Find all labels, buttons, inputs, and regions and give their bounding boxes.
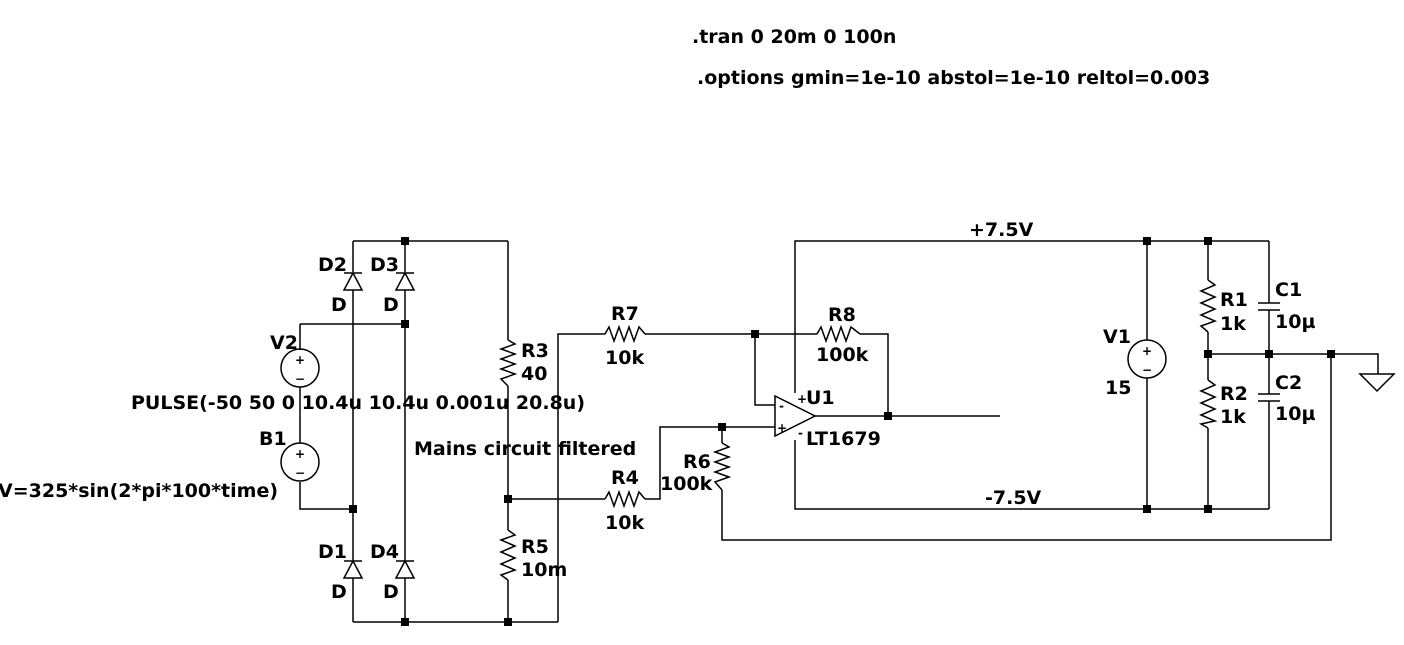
behavioral-source-b1[interactable]: + − B1 V=325*sin(2*pi*100*time) (0, 428, 320, 502)
junction-dots (349, 237, 1335, 626)
b1-value: V=325*sin(2*pi*100*time) (0, 480, 278, 502)
opamp-supply-minus: - (798, 426, 803, 440)
ground-symbol[interactable] (1358, 373, 1396, 393)
v2-value: PULSE(-50 50 0 10.4u 10.4u 0.001u 20.8u) (131, 392, 585, 414)
resistor-r8[interactable]: R8 100k (816, 304, 869, 366)
opamp-plus-pin: + (777, 421, 787, 435)
r2-value: 1k (1220, 406, 1246, 428)
mains-comment[interactable]: Mains circuit filtered (414, 438, 636, 460)
opamp-minus-pin: - (779, 399, 784, 413)
r7-value: 10k (605, 347, 644, 369)
r6-name: R6 (683, 451, 711, 473)
pos-rail-label[interactable]: +7.5V (969, 219, 1034, 241)
u1-value: LT1679 (806, 428, 881, 450)
voltage-source-v1[interactable]: + − V1 15 (1103, 326, 1167, 399)
r3-value: 40 (521, 363, 547, 385)
d3-name: D3 (370, 254, 399, 276)
r8-value: 100k (816, 344, 869, 366)
v2-name: V2 (270, 332, 298, 354)
r8-name: R8 (828, 304, 856, 326)
u1-name: U1 (806, 387, 835, 409)
resistor-r7[interactable]: R7 10k (604, 303, 646, 369)
resistor-r2[interactable]: R2 1k (1198, 379, 1248, 429)
b1-minus-sign: − (295, 466, 305, 480)
d1-name: D1 (318, 541, 347, 563)
resistor-r3[interactable]: R3 40 (498, 339, 549, 387)
r5-name: R5 (521, 536, 549, 558)
opamp-supply-plus: + (797, 392, 807, 406)
r3-name: R3 (521, 340, 549, 362)
d2-name: D2 (318, 254, 347, 276)
v1-value: 15 (1105, 377, 1131, 399)
b1-plus-sign: + (295, 447, 305, 461)
opamp-u1[interactable]: - + + - U1 LT1679 (774, 387, 881, 450)
diode-d3[interactable]: D3 D (370, 254, 416, 316)
resistor-r6[interactable]: R6 100k (660, 442, 732, 495)
d3-value: D (383, 294, 399, 316)
tran-directive[interactable]: .tran 0 20m 0 100n (692, 26, 896, 48)
d4-value: D (383, 581, 399, 603)
r4-value: 10k (605, 512, 644, 534)
wires (299, 240, 1379, 623)
diode-d1[interactable]: D1 D (318, 541, 364, 603)
c1-name: C1 (1275, 279, 1302, 301)
capacitor-c2[interactable]: C2 10µ (1258, 372, 1315, 425)
neg-rail-label[interactable]: -7.5V (985, 487, 1042, 509)
r7-name: R7 (611, 303, 639, 325)
options-directive[interactable]: .options gmin=1e-10 abstol=1e-10 reltol=… (697, 67, 1210, 89)
d1-value: D (331, 581, 347, 603)
v2-plus-sign: + (295, 353, 305, 367)
resistor-r1[interactable]: R1 1k (1199, 279, 1248, 335)
diode-d4[interactable]: D4 D (370, 541, 416, 603)
resistor-r5[interactable]: R5 10m (498, 529, 567, 581)
r1-value: 1k (1220, 313, 1246, 335)
d2-value: D (331, 294, 347, 316)
c2-value: 10µ (1275, 403, 1315, 425)
r5-value: 10m (521, 559, 567, 581)
c1-value: 10µ (1275, 311, 1315, 333)
diode-d2[interactable]: D2 D (318, 254, 364, 316)
d4-name: D4 (370, 541, 399, 563)
r2-name: R2 (1220, 383, 1248, 405)
v2-minus-sign: − (295, 372, 305, 386)
capacitor-c1[interactable]: C1 10µ (1258, 279, 1315, 333)
c2-name: C2 (1275, 372, 1302, 394)
b1-name: B1 (259, 428, 287, 450)
v1-plus-sign: + (1142, 344, 1152, 358)
resistor-r4[interactable]: R4 10k (604, 467, 646, 534)
v1-minus-sign: − (1142, 363, 1152, 377)
voltage-source-v2[interactable]: + − V2 PULSE(-50 50 0 10.4u 10.4u 0.001u… (131, 332, 585, 414)
r6-value: 100k (660, 473, 713, 495)
r1-name: R1 (1220, 289, 1248, 311)
r4-name: R4 (611, 467, 639, 489)
v1-name: V1 (1103, 326, 1131, 348)
